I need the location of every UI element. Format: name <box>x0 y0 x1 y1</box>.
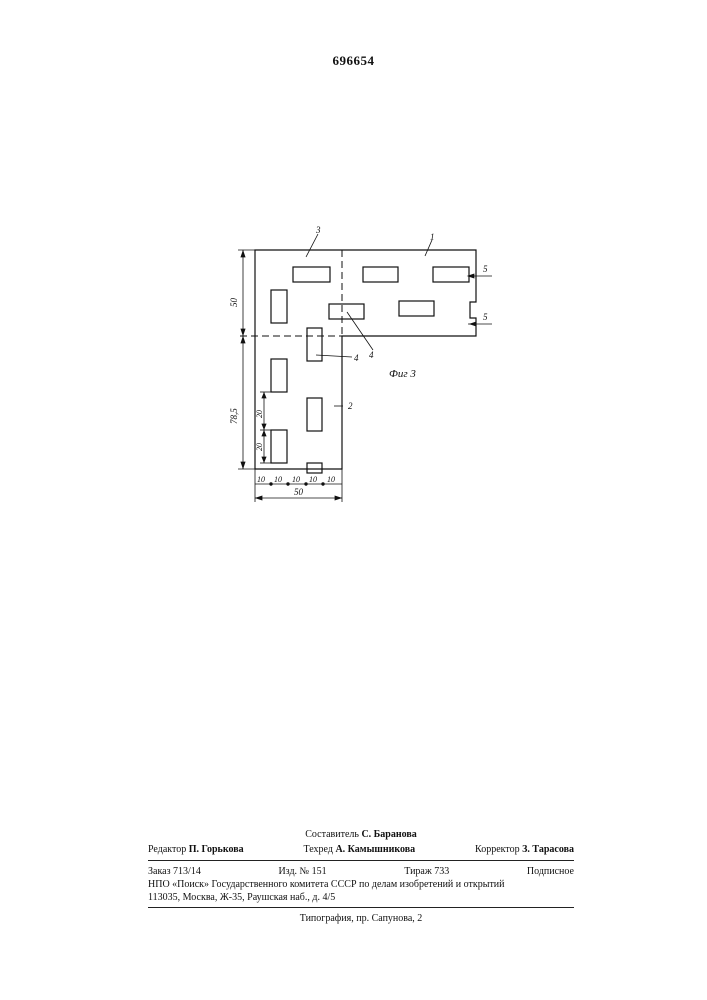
dim-top-height: 50 <box>229 298 239 308</box>
techred-name: А. Камышникова <box>335 844 415 855</box>
imprint-block: Составитель С. Баранова Редактор П. Горь… <box>148 828 574 925</box>
opening-rect <box>271 430 287 463</box>
order-row: Заказ 713/14 Изд. № 151 Тираж 733 Подпис… <box>148 865 574 878</box>
dim-spacing-horizontal-3: 10 <box>292 475 300 484</box>
dim-spacing-horizontal-2: 10 <box>274 475 282 484</box>
opening-rect <box>307 398 322 431</box>
dim-spacing-horizontal-1: 10 <box>257 475 265 484</box>
compiler-label: Составитель <box>305 829 359 840</box>
printer-row: Типография, пр. Сапунова, 2 <box>148 912 574 925</box>
publisher-row: НПО «Поиск» Государственного комитета СС… <box>148 878 574 891</box>
editor-label: Редактор <box>148 844 186 855</box>
part-outline <box>255 250 476 469</box>
callout-4a: 4 <box>369 350 374 360</box>
leader-line <box>316 355 352 357</box>
publisher-address: 113035, Москва, Ж-35, Раушская наб., д. … <box>148 891 335 904</box>
compiler-row: Составитель С. Баранова <box>148 828 574 841</box>
subscription-note: Подписное <box>527 865 574 878</box>
edition-number: Изд. № 151 <box>278 865 326 878</box>
leader-line <box>306 234 318 257</box>
dim-total-width: 50 <box>294 487 304 497</box>
opening-rect <box>271 290 287 323</box>
callout-5-bottom: 5 <box>483 312 488 322</box>
opening-rect <box>329 304 364 319</box>
dim-spacing-horizontal-5: 10 <box>327 475 335 484</box>
techred-label: Техред <box>304 844 333 855</box>
opening-rect <box>271 359 287 392</box>
opening-rect <box>433 267 469 282</box>
dim-spacing-vertical-1: 20 <box>255 410 264 418</box>
dim-lower-height: 78,5 <box>229 408 239 424</box>
leader-line <box>425 240 432 256</box>
print-run: Тираж 733 <box>404 865 449 878</box>
dim-spacing-vertical-2: 20 <box>255 443 264 451</box>
callout-2: 2 <box>348 401 353 411</box>
compiler-name: С. Баранова <box>361 829 416 840</box>
publisher-text: НПО «Поиск» Государственного комитета СС… <box>148 878 505 891</box>
callout-4b: 4 <box>354 353 359 363</box>
opening-rect <box>307 328 322 361</box>
corrector-label: Корректор <box>475 844 520 855</box>
printer-text: Типография, пр. Сапунова, 2 <box>300 912 423 925</box>
divider <box>148 907 574 908</box>
dim-spacing-horizontal-4: 10 <box>309 475 317 484</box>
divider <box>148 860 574 861</box>
order-number: Заказ 713/14 <box>148 865 201 878</box>
editor-name: П. Горькова <box>189 844 244 855</box>
opening-rect <box>293 267 330 282</box>
leader-line <box>347 312 373 350</box>
callout-5-top: 5 <box>483 264 488 274</box>
figure-caption: Фиг 3 <box>389 368 416 380</box>
credits-row: Редактор П. Горькова Техред А. Камышнико… <box>148 843 574 856</box>
address-row: 113035, Москва, Ж-35, Раушская наб., д. … <box>148 891 574 904</box>
callout-3: 3 <box>315 225 321 235</box>
opening-rect <box>307 463 322 473</box>
opening-rect <box>399 301 434 316</box>
callout-1: 1 <box>430 232 435 242</box>
opening-rect <box>363 267 398 282</box>
corrector-name: З. Тарасова <box>522 844 574 855</box>
